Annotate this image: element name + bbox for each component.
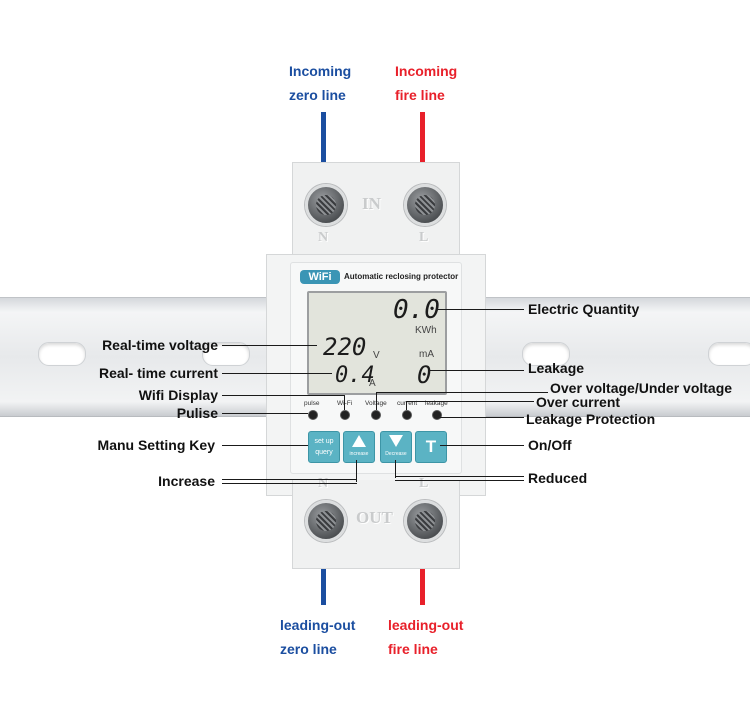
- label-line-2: zero line: [289, 87, 346, 103]
- rail-slot: [708, 342, 750, 366]
- in-emboss: IN: [362, 194, 381, 213]
- on-off-glyph: T: [425, 437, 437, 456]
- label-line-2: fire line: [395, 87, 445, 103]
- increase-text: increase: [349, 451, 369, 457]
- voltage-unit: V: [373, 350, 380, 361]
- product-title: Automatic reclosing protector: [344, 272, 459, 281]
- label-line-1: leading-out: [388, 617, 464, 633]
- label-line-1: leading-out: [280, 617, 356, 633]
- terminal-screw-l-bottom: [404, 500, 446, 542]
- electric-quantity-label: Electric Quantity: [528, 301, 640, 317]
- out-emboss: OUT: [356, 508, 393, 527]
- on-off-callout-line: [440, 445, 524, 446]
- triangle-down-icon: [389, 435, 403, 447]
- current-callout-line: [222, 373, 332, 374]
- voltage-led: [371, 410, 381, 420]
- triangle-up-icon: [352, 435, 366, 447]
- over-current-label: Over current: [536, 394, 621, 410]
- wifi-led: [340, 410, 350, 420]
- current-reading: 0.4: [335, 363, 375, 388]
- incoming-fire-wire: [420, 112, 425, 162]
- voltage-callout-line: [222, 345, 317, 346]
- leakage-led: [432, 410, 442, 420]
- decrease-text: Decrease: [385, 451, 407, 457]
- outgoing-zero-label: leading-out zero line: [280, 613, 355, 661]
- terminal-n-label: N: [318, 230, 329, 245]
- terminal-l-label: L: [419, 476, 429, 491]
- incoming-zero-wire: [321, 112, 326, 162]
- terminal-l-label: L: [419, 230, 429, 245]
- menu-setting-key-label: Manu Setting Key: [97, 437, 215, 453]
- pulse-led: [308, 410, 318, 420]
- over-voltage-callout-line: [376, 392, 548, 393]
- energy-unit: KWh: [415, 325, 437, 336]
- terminal-screw-n-bottom: [305, 500, 347, 542]
- decrease-button[interactable]: Decrease: [380, 431, 412, 463]
- increase-label: Increase: [158, 473, 215, 489]
- rail-slot: [202, 342, 250, 366]
- current-unit: A: [369, 378, 376, 389]
- indicator-voltage-label: Voltage: [365, 400, 387, 407]
- leakage-callout-line: [430, 370, 524, 371]
- setup-text: set up: [314, 438, 334, 445]
- indicator-pulse-label: pulse: [304, 400, 320, 407]
- outgoing-fire-wire: [420, 560, 425, 605]
- incoming-zero-label: Incoming zero line: [289, 59, 351, 107]
- outgoing-fire-label: leading-out fire line: [388, 613, 463, 661]
- leakage-reading: 0: [417, 361, 432, 389]
- energy-callout-line: [438, 309, 524, 310]
- label-line-1: Incoming: [289, 63, 352, 79]
- wifi-badge: WiFi: [300, 270, 340, 284]
- query-text: query: [315, 449, 333, 456]
- leakage-protection-callout-line: [440, 417, 524, 418]
- voltage-reading: 220: [323, 333, 367, 361]
- on-off-button[interactable]: T: [415, 431, 447, 463]
- indicator-current-label: current: [397, 400, 418, 407]
- menu-callout-line: [222, 445, 308, 446]
- pulse-callout-line: [222, 413, 308, 414]
- increase-callout-line: [222, 479, 357, 484]
- over-current-callout-line: [406, 401, 534, 402]
- leakage-unit: mA: [419, 349, 434, 360]
- wifi-display-label: Wifi Display: [138, 387, 218, 403]
- label-line-2: fire line: [388, 641, 438, 657]
- increase-callout-drop: [356, 460, 357, 482]
- on-off-label: On/Off: [528, 437, 572, 453]
- reduced-callout-drop: [395, 460, 396, 478]
- wifi-callout-drop: [344, 395, 345, 410]
- energy-reading: 0.0: [393, 295, 440, 325]
- wifi-callout-line: [222, 395, 345, 396]
- outgoing-zero-wire: [321, 560, 326, 605]
- over-voltage-label: Over voltage/Under voltage: [550, 380, 733, 396]
- reduced-callout-line: [395, 476, 524, 481]
- leakage-protection-label: Leakage Protection: [526, 411, 656, 427]
- lcd-display: 0.0 KWh 220 V mA 0.4 A 0: [307, 291, 447, 395]
- current-led: [402, 410, 412, 420]
- label-line-2: zero line: [280, 641, 337, 657]
- terminal-screw-n-top: [305, 184, 347, 226]
- rail-slot: [38, 342, 86, 366]
- incoming-fire-label: Incoming fire line: [395, 59, 457, 107]
- leakage-label: Leakage: [528, 360, 585, 376]
- over-current-callout-drop: [406, 401, 407, 410]
- terminal-screw-l-top: [404, 184, 446, 226]
- indicator-leakage-label: leakage: [425, 400, 448, 407]
- increase-button[interactable]: increase: [343, 431, 375, 463]
- pulise-label: Pulise: [176, 405, 218, 421]
- rail-slot: [522, 342, 570, 366]
- reduced-label: Reduced: [528, 470, 588, 486]
- label-line-1: Incoming: [395, 63, 458, 79]
- real-time-voltage-label: Real-time voltage: [102, 337, 218, 353]
- real-time-current-label: Real- time current: [98, 365, 218, 381]
- over-voltage-callout-drop: [376, 392, 377, 410]
- setup-query-button[interactable]: set up query: [308, 431, 340, 463]
